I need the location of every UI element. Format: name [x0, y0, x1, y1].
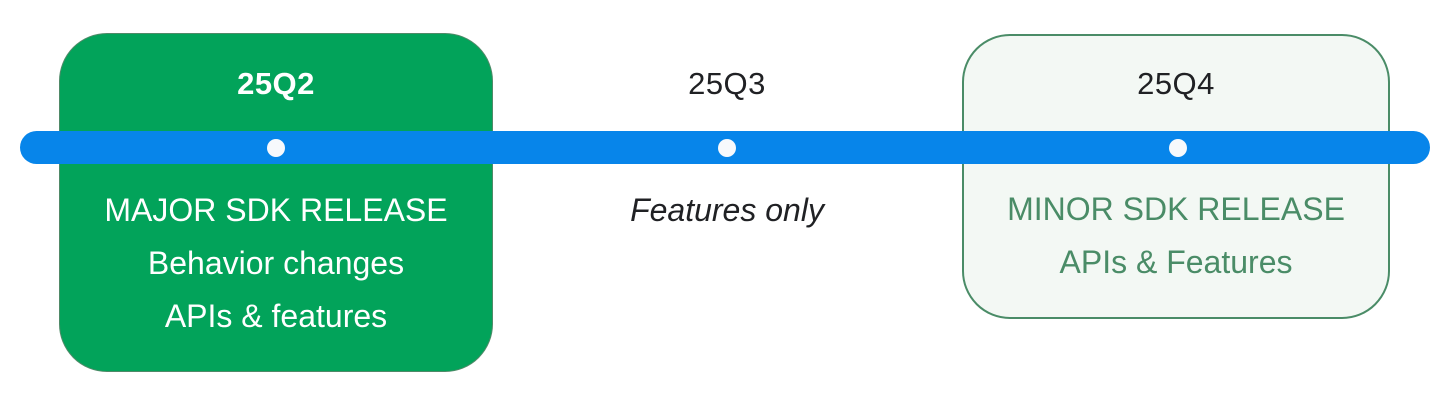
features-only-description: Features only: [507, 184, 947, 237]
major-release-line-apis: APIs & features: [164, 298, 388, 334]
minor-release-description: MINOR SDK RELEASE APIs & Features: [956, 183, 1396, 289]
quarter-label-25q2: 25Q2: [237, 66, 315, 101]
minor-release-line-apis: APIs & Features: [1059, 244, 1293, 280]
timeline-dot-25q3: [718, 139, 736, 157]
major-release-box: [59, 33, 493, 372]
timeline-dot-25q4: [1169, 139, 1187, 157]
minor-release-title: MINOR SDK RELEASE: [1007, 191, 1345, 227]
quarter-label-25q3: 25Q3: [688, 66, 766, 101]
major-release-description: MAJOR SDK RELEASE Behavior changes APIs …: [56, 184, 496, 343]
minor-release-box: [962, 34, 1390, 319]
quarter-label-25q4: 25Q4: [1137, 66, 1215, 101]
features-only-text: Features only: [630, 192, 824, 228]
major-release-title: MAJOR SDK RELEASE: [104, 192, 448, 228]
timeline-dot-25q2: [267, 139, 285, 157]
major-release-line-behavior: Behavior changes: [147, 245, 405, 281]
